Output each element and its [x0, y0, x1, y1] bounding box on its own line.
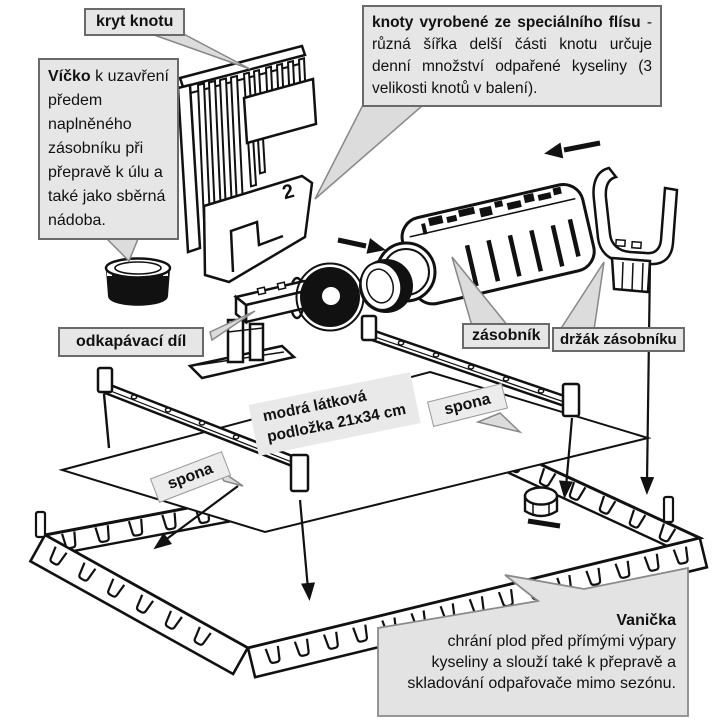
label-dripper-part: odkapávací díl — [58, 327, 205, 357]
direction-arrow-right — [337, 237, 388, 258]
vanicka-callout-shape — [377, 566, 689, 717]
callout-lid-description: Víčko k uzavření předem naplněného zásob… — [38, 58, 179, 240]
callout-wicks-description: knoty vyrobené ze speciálního flísu - rů… — [362, 5, 662, 107]
label-reservoir-holder: držák zásobníku — [552, 327, 685, 352]
lid-term: Víčko — [48, 68, 91, 85]
direction-arrow-left — [542, 140, 601, 162]
clip-rail-right-drawing — [360, 314, 581, 418]
wicks-description-text: - různá šířka delší části knotu určuje d… — [372, 14, 652, 97]
reservoir-holder-drawing — [592, 166, 679, 294]
tray-term: Vanička — [616, 612, 676, 629]
tray-drawing — [28, 446, 709, 679]
assembly-arrows — [149, 262, 655, 602]
lid-description-text: k uzavření předem naplněného zásobníku p… — [48, 68, 169, 229]
tray-corner-post-left — [34, 510, 47, 539]
wick-cover-drawing — [176, 44, 318, 254]
filler-cap-drawing — [523, 486, 561, 529]
reservoir-bottle-drawing — [359, 182, 596, 313]
bottle-ribs — [464, 218, 581, 287]
callout-tray-description: Vanička chrání plod před přímými výpary k… — [388, 610, 676, 694]
tray-corner-post-right — [662, 495, 675, 524]
wick-sheet-drawing: 2 — [202, 174, 314, 284]
label-reservoir: zásobník — [462, 323, 551, 349]
bottle-label-marks — [421, 186, 562, 235]
tray-description-text: chrání plod před přímými výpary kyseliny… — [407, 633, 676, 693]
wicks-term: knoty vyrobené ze speciálního flísu — [372, 14, 641, 31]
dripper-assembly-drawing — [187, 262, 365, 380]
clip-rail-left-drawing — [96, 366, 310, 493]
lid-drawing — [104, 257, 172, 306]
bottle-cap-drawing — [359, 241, 437, 313]
label-wick-cover: kryt knotu — [84, 8, 186, 36]
